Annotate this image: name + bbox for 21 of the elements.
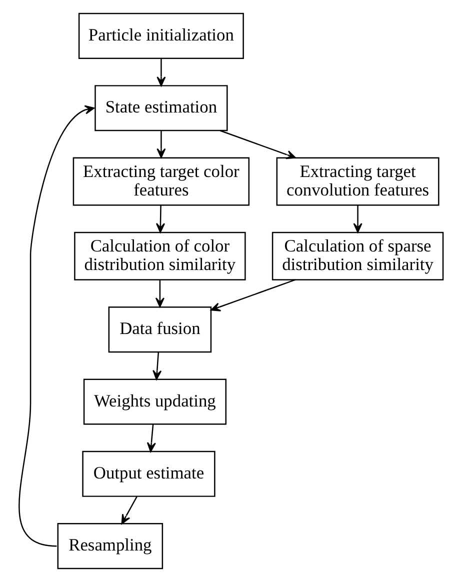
- arrow: [210, 279, 295, 312]
- arrow: [352, 205, 362, 233]
- arrow: [219, 130, 296, 160]
- arrow: [155, 205, 165, 233]
- node-box: Weights updating: [82, 378, 226, 425]
- arrow: [156, 130, 166, 158]
- node-box: Particle initialization: [78, 12, 244, 59]
- node-box: Resampling: [56, 523, 163, 570]
- node-box: Extracting target color features: [72, 157, 250, 206]
- node-box: Data fusion: [108, 306, 212, 353]
- node-box: State estimation: [94, 85, 228, 132]
- arrow: [154, 280, 164, 308]
- arrow: [152, 352, 162, 380]
- node-box: Extracting target convolution features: [276, 157, 439, 206]
- node-box: Output estimate: [82, 450, 215, 497]
- arrow: [156, 58, 166, 86]
- node-box: Calculation of color distribution similarity: [74, 232, 246, 280]
- node-box: Calculation of sparse distribution similarity: [271, 232, 444, 280]
- arrow: [146, 424, 156, 452]
- arrow: [18, 105, 94, 547]
- arrow: [120, 496, 138, 524]
